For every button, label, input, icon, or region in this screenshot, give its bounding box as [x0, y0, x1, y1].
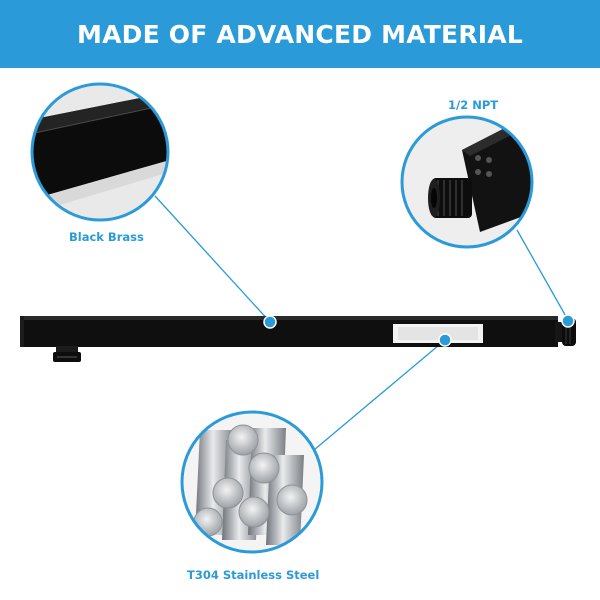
shower-arm: [20, 316, 576, 362]
label-black-brass: Black Brass: [69, 230, 144, 244]
label-steel: T304 Stainless Steel: [187, 568, 320, 582]
banner-title: MADE OF ADVANCED MATERIAL: [77, 19, 523, 49]
connector-lines: [154, 195, 569, 451]
marker-dot-brass: [263, 315, 277, 329]
callout-black-brass-image: [30, 82, 170, 222]
marker-dot-npt: [561, 314, 575, 328]
callout-steel-image: [180, 410, 324, 554]
callout-npt-image: [400, 115, 534, 249]
header-banner: MADE OF ADVANCED MATERIAL: [0, 0, 600, 68]
marker-dot-steel: [438, 333, 452, 347]
label-npt: 1/2 NPT: [448, 98, 499, 112]
